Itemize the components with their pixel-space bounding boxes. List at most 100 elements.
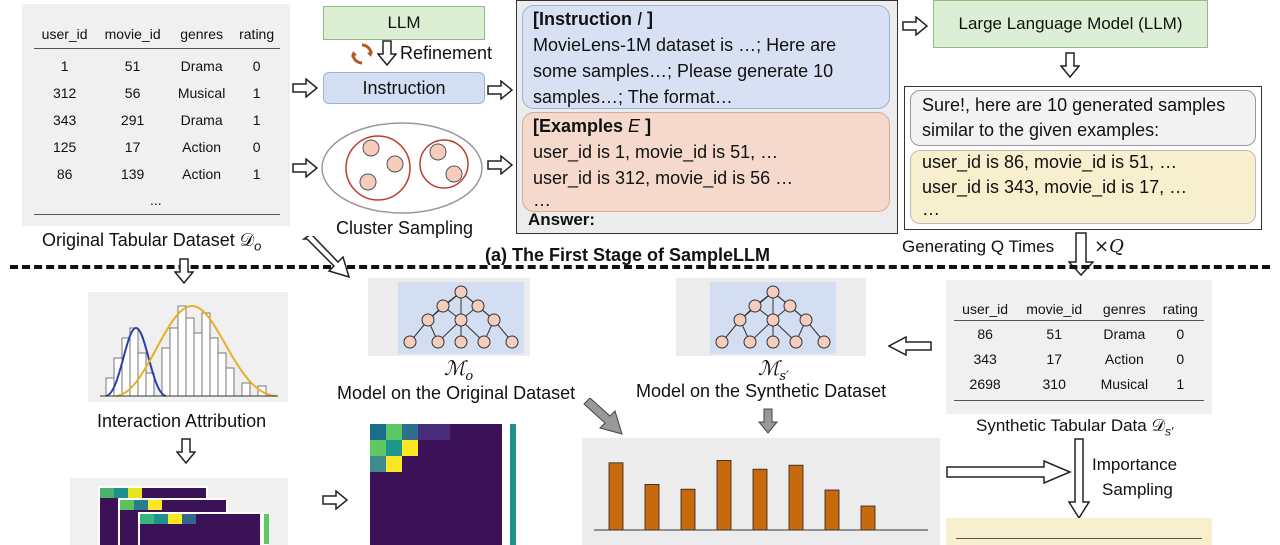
table-cell: 1 <box>252 165 261 182</box>
instruction-panel <box>522 5 890 109</box>
importance-bar <box>680 488 696 531</box>
importance-bar <box>860 505 876 531</box>
table-cell: 291 <box>120 111 145 128</box>
sampled-data-panel <box>946 518 1212 545</box>
table-header: movie_id <box>1026 301 1083 317</box>
table-row: 2698 310 Musical 1 <box>954 371 1204 396</box>
table-row: 86 51 Drama 0 <box>954 321 1204 346</box>
table-cell: 51 <box>1046 325 1062 342</box>
arrow-right-icon <box>292 78 318 98</box>
instruction-title-text: [Instruction <box>533 9 637 29</box>
table-cell: 51 <box>124 57 141 74</box>
arrow-down-icon <box>377 40 397 66</box>
model-symbol: ℳ <box>444 356 466 380</box>
importance-bar <box>608 462 624 531</box>
table-top-rule <box>956 538 1202 539</box>
arrow-diagonal-icon <box>301 236 351 279</box>
arrow-down-icon <box>1068 438 1090 520</box>
refresh-icon <box>351 43 373 65</box>
instruction-line: samples…; The format… <box>533 87 733 107</box>
instruction-symbol: I <box>637 9 643 29</box>
neural-network-icon <box>398 282 524 354</box>
reply-panel <box>910 90 1256 146</box>
example-line: user_id is 1, movie_id is 51, … <box>533 142 779 162</box>
table-header: rating <box>239 26 275 42</box>
table-row: 312 56 Musical 1 <box>34 79 280 106</box>
examples-symbol: E <box>628 116 641 136</box>
model-subscript: o <box>465 369 474 384</box>
heatmap-icon <box>98 486 269 545</box>
generated-line: user_id is 86, movie_id is 51, … <box>922 152 1178 172</box>
synthetic-table: user_id movie_id genres rating 86 51 Dra… <box>954 297 1204 396</box>
caption-subscript: o <box>254 238 262 254</box>
table-cell: 86 <box>56 165 73 182</box>
table-header-row: user_id movie_id genres rating <box>34 22 280 46</box>
stage-title: (a) The First Stage of SampleLLM <box>485 245 771 265</box>
arrow-down-icon <box>1068 232 1094 276</box>
examples-close: ] <box>640 116 652 136</box>
arrow-diagonal-icon <box>583 398 623 435</box>
example-line: user_id is 312, movie_id is 56 … <box>533 168 794 188</box>
synthetic-data-caption: Synthetic Tabular Data 𝒟s′ <box>976 416 1173 438</box>
generated-samples-panel <box>910 150 1256 224</box>
stage-divider <box>10 265 1270 269</box>
table-cell: 0 <box>1176 325 1185 342</box>
table-row: 125 17 Action 0 <box>34 133 280 160</box>
table-header: rating <box>1162 301 1198 317</box>
example-line: … <box>533 190 551 210</box>
table-cell: 343 <box>52 111 77 128</box>
arrow-right-icon <box>902 16 928 36</box>
examples-title-text: [Examples <box>533 116 629 136</box>
table-row: 1 51 Drama 0 <box>34 52 280 79</box>
model-synthetic-symbol: ℳs′ <box>758 356 789 384</box>
arrow-down-icon <box>174 258 194 284</box>
reply-line: similar to the given examples: <box>922 120 1160 140</box>
original-dataset-caption: Original Tabular Dataset 𝒟o <box>42 230 261 254</box>
importance-bar <box>644 484 660 531</box>
table-bottom-rule <box>34 214 280 215</box>
arrow-down-icon <box>1060 52 1080 78</box>
table-cell: 310 <box>1042 375 1066 392</box>
table-cell: 139 <box>120 165 145 182</box>
importance-bar-chart <box>594 459 928 531</box>
heatmap-icon <box>370 424 516 545</box>
times-q-label: ×Q <box>1094 236 1124 257</box>
caption-text: Synthetic Tabular Data 𝒟 <box>976 416 1166 435</box>
table-top-rule <box>954 320 1204 321</box>
arrow-right-icon <box>322 490 348 510</box>
table-cell: 17 <box>124 138 141 155</box>
table-row: 343 17 Action 0 <box>954 346 1204 371</box>
table-cell: 56 <box>124 84 141 101</box>
synthetic-table-panel <box>946 280 1212 414</box>
neural-network-icon <box>710 282 836 354</box>
answer-label: Answer: <box>528 210 596 229</box>
table-cell: Musical <box>1100 375 1149 392</box>
table-cell: Drama <box>180 111 223 128</box>
model-subscript: s′ <box>779 369 790 384</box>
table-header: movie_id <box>104 26 161 42</box>
table-cell: 1 <box>60 57 69 74</box>
table-top-rule <box>34 48 280 49</box>
interaction-attribution-label: Interaction Attribution <box>97 411 267 431</box>
table-header-row: user_id movie_id genres rating <box>954 297 1204 321</box>
caption-subscript: s′ <box>1165 424 1174 439</box>
examples-content: [Examples E ] user_id is 1, movie_id is … <box>533 113 883 209</box>
reply-line: Sure!, here are 10 generated samples <box>922 95 1226 115</box>
table-cell: 17 <box>1046 350 1062 367</box>
model-original-label: Model on the Original Dataset <box>337 383 576 403</box>
table-row: 343 291 Drama 1 <box>34 106 280 133</box>
table-cell: 125 <box>52 138 77 155</box>
table-header: genres <box>1102 301 1146 317</box>
importance-bar <box>824 489 840 531</box>
instruction-content: [Instruction I ] MovieLens-1M dataset is… <box>533 6 883 110</box>
table-cell: Action <box>1104 350 1144 367</box>
generating-q-times-label: Generating Q Times <box>902 237 1055 256</box>
model-original-symbol: ℳo <box>444 356 473 384</box>
instruction-line: some samples…; Please generate 10 <box>533 61 834 81</box>
original-table-panel <box>22 4 290 226</box>
instruction-title: [Instruction I ] <box>533 6 883 32</box>
arrow-right-icon <box>292 158 318 178</box>
reply-text: Sure!, here are 10 generated samples sim… <box>922 93 1225 143</box>
cluster-sampling-icon <box>321 122 483 214</box>
